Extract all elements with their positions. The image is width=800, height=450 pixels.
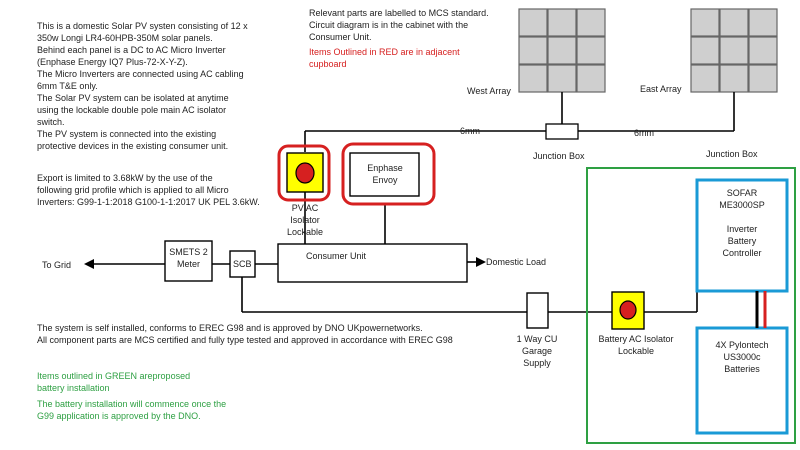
mcs-note: Relevant parts are labelled to MCS stand… xyxy=(309,8,489,42)
battery-label: 4X Pylontech US3000c Batteries xyxy=(715,340,769,374)
west-solar-array xyxy=(518,8,606,93)
green-outline-note: Items outlined in GREEN areproposed batt… xyxy=(37,371,191,393)
east-array-label: East Array xyxy=(640,84,682,94)
green-battery-outline xyxy=(586,167,796,444)
pv-isolator-label: PV AC Isolator Lockable xyxy=(286,203,324,237)
scb-box xyxy=(229,250,256,278)
battery-isolator-knob-icon xyxy=(619,300,637,320)
consumer-unit-label: Consumer Unit xyxy=(306,251,367,261)
west-array-label: West Array xyxy=(467,86,511,96)
red-outline-note: Items Outlined in RED are in adjacent cu… xyxy=(309,47,460,69)
smets-meter-box xyxy=(164,240,213,282)
domestic-load-arrow-icon xyxy=(476,257,486,267)
junction-box-label: Junction Box xyxy=(706,149,758,159)
to-grid-label: To Grid xyxy=(42,260,72,270)
smets-meter-label: SMETS 2 Meter xyxy=(169,247,208,269)
inverter-label: SOFAR ME3000SP Inverter Battery Controll… xyxy=(719,188,765,258)
export-limit-paragraph: Export is limited to 3.68kW by the use o… xyxy=(37,173,260,207)
inverter-box xyxy=(695,178,789,293)
domestic-load-label: Domestic Load xyxy=(486,257,547,267)
enphase-envoy-box xyxy=(349,152,420,197)
to-grid-arrow-icon xyxy=(84,259,94,269)
junction-box-label: Junction Box xyxy=(533,151,585,161)
one-way-cu-box xyxy=(526,292,549,329)
cable-size-label: 6mm xyxy=(460,126,480,136)
envoy-red-outline xyxy=(341,142,436,206)
intro-paragraph: This is a domestic Solar PV systen consi… xyxy=(37,21,248,151)
consumer-unit-box xyxy=(277,243,468,283)
compliance-note: The system is self installed, conforms t… xyxy=(37,323,453,345)
cable-size-label: 6mm xyxy=(634,128,654,138)
battery-isolator-label: Battery AC Isolator Lockable xyxy=(598,334,674,356)
battery-installation-note: The battery installation will commence o… xyxy=(37,399,227,421)
isolator-knob-icon xyxy=(295,162,315,184)
junction-box xyxy=(545,123,579,140)
east-solar-array xyxy=(690,8,778,93)
one-way-cu-label: 1 Way CU Garage Supply xyxy=(516,334,558,368)
battery-box xyxy=(695,326,789,435)
ac-cables xyxy=(92,92,735,313)
pv-isolator-red-outline xyxy=(277,144,331,202)
scb-label: SCB xyxy=(233,259,252,269)
enphase-envoy-label: Enphase Envoy xyxy=(367,163,403,185)
